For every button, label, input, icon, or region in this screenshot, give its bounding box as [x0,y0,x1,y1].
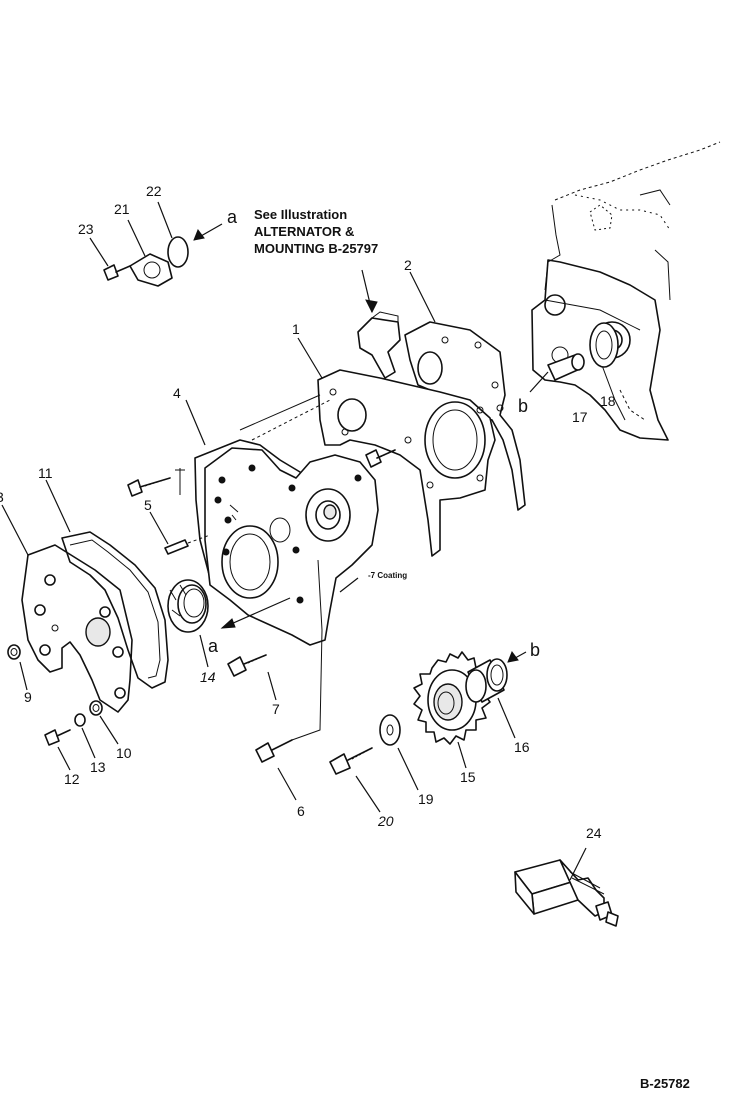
callout-line-3: MOUNTING B-25797 [254,241,378,256]
plate-bolt [365,449,396,468]
part-3-plate [1,504,133,713]
label-5: 5 [144,497,152,513]
label-2: 2 [404,257,412,273]
label-22: 22 [146,183,162,199]
engine-block [531,141,721,441]
part-1-front-plate [297,337,496,557]
part-number-labels: 1 2 3 4 5 6 7 9 10 11 12 13 14 15 16 17 … [0,183,616,841]
part-21-flange [127,219,173,287]
part-17-shaft [529,353,585,393]
part-10-nut [89,700,119,745]
view-markers: a a b b [208,207,540,660]
label-13: 13 [90,759,106,775]
callout-line-1: See Illustration [254,207,347,222]
part-24-tool [514,847,619,927]
marker-a-top: a [227,207,238,227]
label-17: 17 [572,409,588,425]
leader-lines [175,394,331,495]
view-arrow-a-top [193,223,223,241]
label-1: 1 [292,321,300,337]
part-16-bushing [465,658,516,739]
coating-note-text: -7 Coating [368,571,407,580]
label-20: 20 [377,813,394,829]
alternator-bracket [357,269,401,379]
label-14: 14 [200,669,216,685]
part-22-o-ring [157,201,189,268]
marker-b-engine: b [518,396,528,416]
part-13-washer [74,713,96,759]
marker-a-mid: a [208,636,219,656]
part-9-nut [7,644,28,691]
part-6-bolt [255,559,323,801]
marker-b-right: b [530,640,540,660]
label-4: 4 [173,385,181,401]
part-23-bolt [89,237,131,281]
view-arrow-b [507,650,527,663]
part-19-washer [379,714,419,791]
label-24: 24 [586,825,602,841]
label-6: 6 [297,803,305,819]
label-9: 9 [24,689,32,705]
part-20-bolt [329,747,381,813]
label-10: 10 [116,745,132,761]
timing-cover [204,447,379,646]
part-5-dowel [149,511,211,555]
part-14-oil-seal [167,579,209,668]
part-7-bolt [227,654,277,701]
label-23: 23 [78,221,94,237]
label-18: 18 [600,393,616,409]
label-11: 11 [38,465,53,481]
label-3: 3 [0,489,4,505]
label-7: 7 [272,701,280,717]
coating-note: -7 Coating [339,571,407,593]
label-19: 19 [418,791,434,807]
view-arrow-a-mid [220,597,291,629]
cover-bolt [127,477,171,497]
figure-reference-id: B-25782 [640,1076,690,1091]
label-16: 16 [514,739,530,755]
callout-line-2: ALTERNATOR & [254,224,354,239]
label-21: 21 [114,201,130,217]
part-11-gasket [45,479,169,689]
part-18-seal [589,322,619,368]
part-12-stud [44,729,71,771]
callout-alternator: See Illustration ALTERNATOR & MOUNTING B… [254,207,378,256]
label-12: 12 [64,771,80,787]
label-15: 15 [460,769,476,785]
